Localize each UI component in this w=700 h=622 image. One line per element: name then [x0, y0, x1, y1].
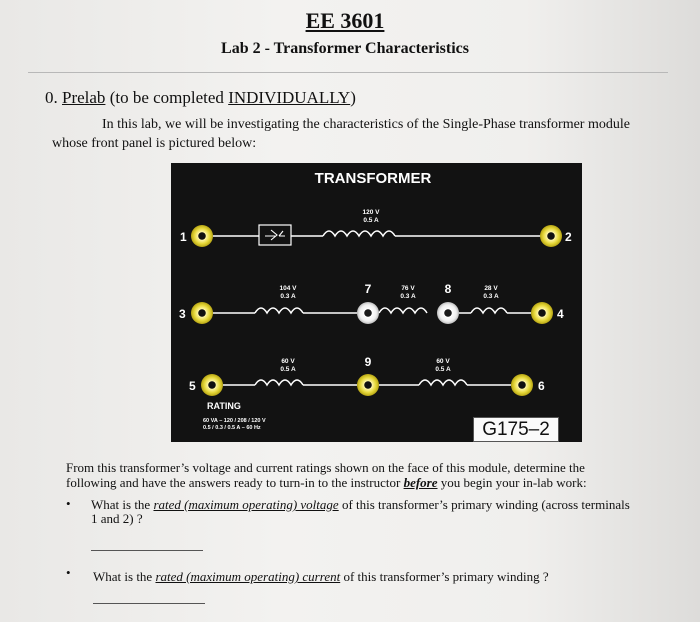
bullet-2: •	[66, 565, 71, 580]
terminal-7-label: 7	[365, 282, 372, 296]
question-1-lead: What is the	[91, 497, 154, 512]
terminal-4-jack[interactable]	[531, 302, 553, 324]
terminal-8-jack[interactable]	[437, 302, 459, 324]
terminal-9-label: 9	[365, 355, 372, 369]
instructions-line-2c: you begin your in-lab work:	[437, 475, 587, 490]
breaker-box	[258, 224, 292, 246]
terminal-5-jack[interactable]	[201, 374, 223, 396]
bullet-1: •	[66, 496, 71, 511]
question-2-lead: What is the	[93, 569, 156, 584]
model-number-label: G175–2	[473, 417, 559, 442]
course-code: EE 3601	[305, 8, 385, 33]
winding-8-4-current: 0.3 A	[483, 293, 499, 300]
transformer-panel-graphic: TRANSFORMER 120 V 0.5 A 1 2 104 V 0.3 A	[179, 170, 572, 431]
winding-3-4-voltage: 104 V	[280, 285, 298, 292]
intro-line-1: In this lab, we will be investigating th…	[102, 117, 630, 132]
coil-8-4	[470, 307, 508, 315]
prelab-number: 0.	[45, 88, 58, 107]
winding-3-4-current: 0.3 A	[280, 293, 296, 300]
instructions-line-1: From this transformer’s voltage and curr…	[66, 460, 585, 475]
rating-line-1: 60 VA – 120 / 208 / 120 V	[203, 418, 266, 424]
terminal-1-jack[interactable]	[191, 225, 213, 247]
terminal-9-jack[interactable]	[357, 374, 379, 396]
coil-3-7	[254, 307, 304, 315]
question-2-line-1: What is the rated (maximum operating) cu…	[93, 569, 549, 585]
question-1-line-1: What is the rated (maximum operating) vo…	[91, 497, 630, 513]
coil-5-9	[254, 379, 304, 387]
coil-7-8	[378, 307, 428, 315]
intro-line-2: whose front panel is pictured below:	[52, 136, 257, 151]
coil-9-6	[418, 379, 468, 387]
winding-7-8-current: 0.3 A	[400, 293, 416, 300]
answer-2-blank[interactable]	[93, 603, 205, 604]
terminal-6-label: 6	[538, 379, 545, 393]
lab-title: Lab 2 - Transformer Characteristics	[221, 40, 469, 57]
prelab-heading: 0. Prelab (to be completed INDIVIDUALLY)	[45, 88, 356, 108]
prelab-individually: INDIVIDUALLY	[228, 88, 351, 107]
question-1-term: rated (maximum operating) voltage	[153, 497, 339, 512]
terminal-2-jack[interactable]	[540, 225, 562, 247]
panel-title: TRANSFORMER	[315, 170, 432, 187]
winding-5-9-voltage: 60 V	[281, 358, 295, 365]
terminal-7-jack[interactable]	[357, 302, 379, 324]
terminal-1-label: 1	[180, 230, 187, 244]
instructions-line-2: following and have the answers ready to …	[66, 475, 587, 491]
prelab-paren-close: )	[350, 88, 356, 107]
winding-9-6-current: 0.5 A	[435, 366, 451, 373]
rating-line-2: 0.5 / 0.3 / 0.5 A – 60 Hz	[203, 425, 261, 431]
terminal-3-jack[interactable]	[191, 302, 213, 324]
winding-9-6-voltage: 60 V	[436, 358, 450, 365]
question-1-line-2: 1 and 2) ?	[91, 511, 143, 526]
prelab-label: Prelab	[62, 88, 106, 107]
transformer-panel: TRANSFORMER 120 V 0.5 A 1 2 104 V 0.3 A	[171, 163, 582, 442]
terminal-3-label: 3	[179, 307, 186, 321]
instructions-line-2a: following and have the answers ready to …	[66, 475, 404, 490]
terminal-8-label: 8	[445, 282, 452, 296]
winding-7-8-voltage: 76 V	[401, 285, 415, 292]
answer-1-blank[interactable]	[91, 550, 203, 551]
terminal-5-label: 5	[189, 379, 196, 393]
question-2-term: rated (maximum operating) current	[155, 569, 341, 584]
winding-5-9-current: 0.5 A	[280, 366, 296, 373]
header-divider	[28, 72, 668, 73]
question-2-rest: of this transformer’s primary winding ?	[340, 569, 549, 584]
prelab-paren-open: (to be completed	[109, 88, 224, 107]
question-1-rest: of this transformer’s primary winding (a…	[338, 497, 630, 512]
primary-coil	[322, 230, 396, 238]
instructions-before: before	[403, 475, 438, 490]
terminal-2-label: 2	[565, 230, 572, 244]
primary-current: 0.5 A	[363, 217, 379, 224]
winding-8-4-voltage: 28 V	[484, 285, 498, 292]
rating-label: RATING	[207, 401, 241, 411]
terminal-6-jack[interactable]	[511, 374, 533, 396]
primary-voltage: 120 V	[363, 209, 381, 216]
breaker-icon	[265, 229, 285, 241]
terminal-4-label: 4	[557, 307, 564, 321]
